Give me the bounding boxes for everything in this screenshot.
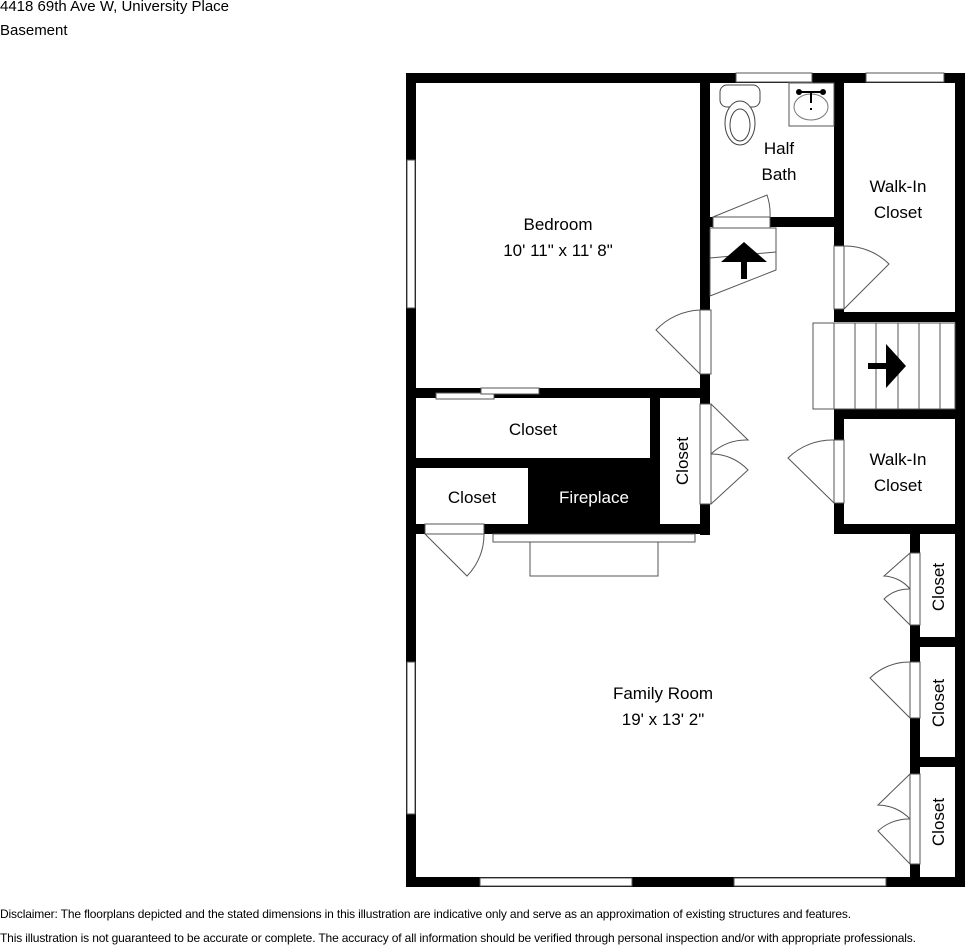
- disclaimer-line-1: Disclaimer: The floorplans depicted and …: [0, 907, 851, 921]
- floor-level-label: Basement: [0, 22, 68, 39]
- walk-in-closet-top-line1: Walk-In: [870, 177, 927, 196]
- doors: [424, 194, 921, 865]
- family-room-label: Family Room: [613, 684, 713, 703]
- arrow-up-icon: [721, 242, 767, 279]
- stairs-winder: [709, 227, 777, 297]
- sink-icon: [788, 82, 835, 127]
- windows: [406, 72, 945, 887]
- property-address: 4418 69th Ave W, University Place: [0, 0, 230, 15]
- half-bath-label-line2: Bath: [762, 165, 797, 184]
- sliding-door: [435, 387, 540, 400]
- toilet-icon: [719, 84, 761, 146]
- arrow-right-icon: [868, 344, 906, 388]
- walk-in-closet-mid-line1: Walk-In: [870, 450, 927, 469]
- walk-in-closet-top-line2: Closet: [874, 203, 922, 222]
- bedroom-dims: 10' 11" x 11' 8": [503, 241, 613, 260]
- closet-small-label: Closet: [448, 488, 496, 507]
- bedroom-label: Bedroom: [524, 215, 593, 234]
- closet-right-2-label: Closet: [929, 679, 948, 727]
- fireplace-label: Fireplace: [559, 488, 629, 507]
- walk-in-closet-mid-line2: Closet: [874, 476, 922, 495]
- closet-right-3-label: Closet: [929, 798, 948, 846]
- closet-right-1-label: Closet: [929, 563, 948, 611]
- family-room-dims: 19' x 13' 2": [622, 710, 704, 729]
- disclaimer-line-2: This illustration is not guaranteed to b…: [0, 931, 916, 945]
- hearth: [492, 533, 696, 577]
- stairs-straight: [812, 322, 956, 410]
- half-bath-label-line1: Half: [764, 139, 795, 158]
- closet-long-label: Closet: [509, 420, 557, 439]
- walls: [406, 73, 965, 887]
- closet-vertical-label: Closet: [673, 437, 692, 485]
